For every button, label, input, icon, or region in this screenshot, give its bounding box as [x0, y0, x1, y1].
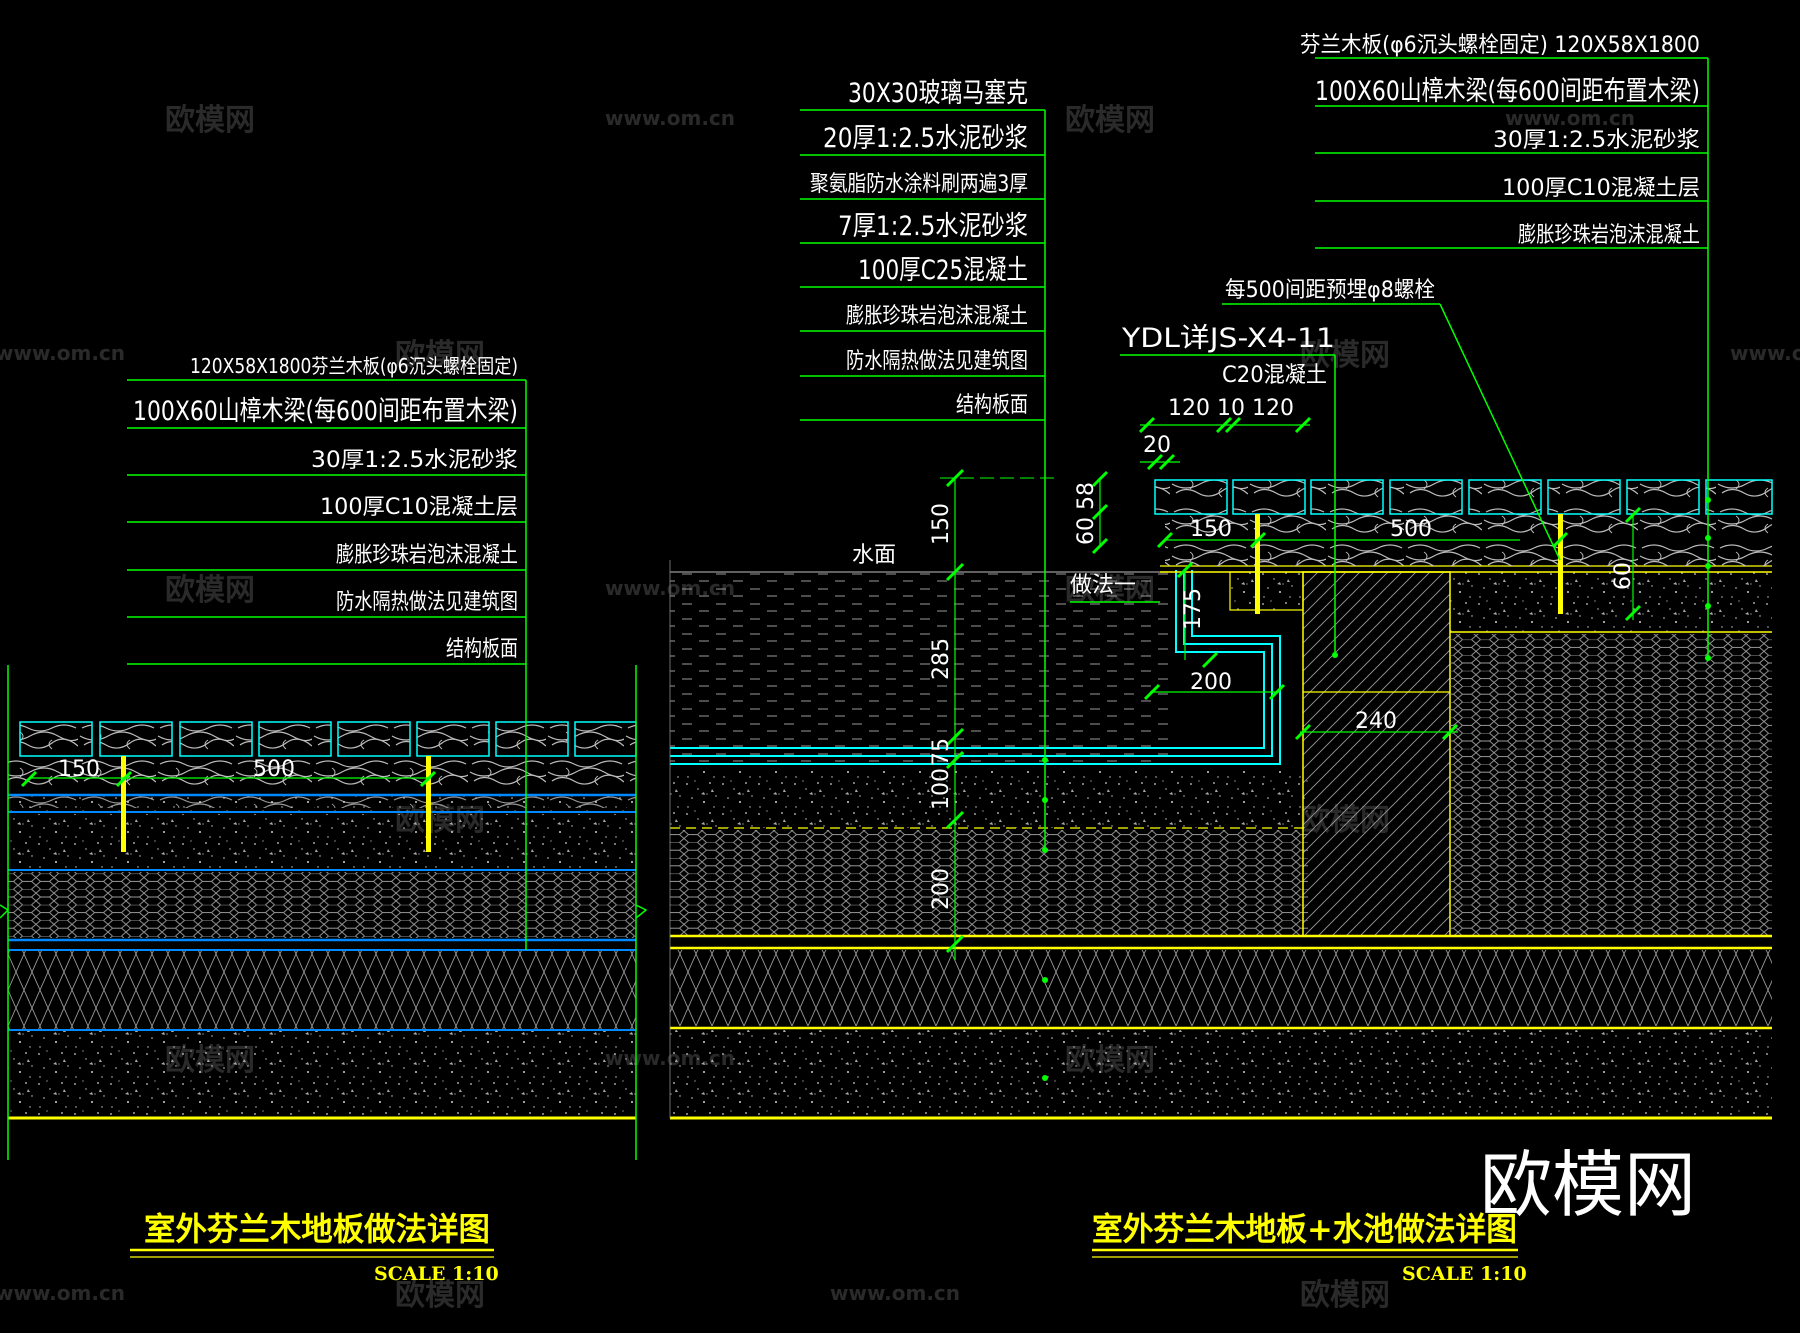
- watermark-brand: 欧模网: [165, 103, 255, 138]
- dim-v200: 200: [929, 868, 954, 910]
- left-label-mortar: 30厚1:2.5水泥砂浆: [311, 448, 518, 473]
- left-label-beam: 100X60山樟木梁(每600间距布置木梁): [133, 396, 518, 427]
- watermark-url: www.om.cn: [605, 106, 735, 130]
- left-mortar-layer: [8, 795, 636, 811]
- bolt-note: 每500间距预埋φ8螺栓: [1225, 278, 1435, 303]
- left-label-waterproof: 防水隔热做法见建筑图: [336, 590, 518, 615]
- dim-top: 120 10 120: [1168, 396, 1294, 421]
- left-label-board: 120X58X1800芬兰木板(φ6沉头螺栓固定): [190, 354, 518, 378]
- watermark-url: www.om.cn: [830, 1281, 960, 1305]
- deck-label-board: 芬兰木板(φ6沉头螺栓固定) 120X58X1800: [1300, 33, 1700, 58]
- pool-water: [670, 572, 1168, 767]
- dim-v150: 150: [929, 503, 954, 545]
- watermark-url: www.om.cn: [1730, 341, 1800, 365]
- left-label-slab: 结构板面: [446, 637, 518, 662]
- left-title: 室外芬兰木地板做法详图: [144, 1210, 490, 1248]
- method-label: 做法一: [1070, 573, 1136, 598]
- dim-60a: 60: [1074, 517, 1099, 545]
- pool-label-perlite: 膨胀珍珠岩泡沫混凝土: [846, 304, 1028, 329]
- pool-label-mortar7: 7厚1:2.5水泥砂浆: [838, 211, 1028, 242]
- dim-500: 500: [253, 757, 295, 782]
- bolt-icon: [121, 756, 126, 852]
- c20-note: C20混凝土: [1222, 363, 1327, 388]
- deck-label-perlite: 膨胀珍珠岩泡沫混凝土: [1518, 223, 1700, 248]
- left-label-perlite: 膨胀珍珠岩泡沫混凝土: [336, 543, 518, 568]
- pool-label-slab: 结构板面: [956, 393, 1028, 418]
- deck-label-beam: 100X60山樟木梁(每600间距布置木梁): [1315, 76, 1700, 107]
- left-waterproof-layer: [8, 950, 636, 1030]
- right-structure-slab: [670, 1030, 1772, 1116]
- dim-20: 20: [1143, 433, 1171, 458]
- top-dims: 120 10 120 20 58 60 150 500 60 175: [1074, 396, 1642, 741]
- pool-label-mosaic: 30X30玻璃马塞克: [848, 78, 1028, 109]
- deck-perlite-layer: [1450, 634, 1772, 936]
- brand-logo: 欧模网: [1480, 1143, 1696, 1227]
- deck-label-concrete: 100厚C10混凝土层: [1502, 176, 1700, 201]
- right-scale: SCALE 1:10: [1402, 1263, 1527, 1285]
- bolt-icon: [1558, 514, 1563, 614]
- left-board-row: [19, 721, 637, 757]
- dim-150: 150: [58, 757, 100, 782]
- left-detail: 150 500 120X58X1800芬兰木板(φ6沉头螺栓固定) 100X60…: [0, 354, 648, 1285]
- watermark-url: www.om.cn: [1505, 106, 1635, 130]
- pool-concrete-layer: [670, 770, 1308, 828]
- watermark-brand: 欧模网: [165, 573, 255, 608]
- left-structure-slab: [8, 1030, 636, 1116]
- pool-wall: [1302, 571, 1451, 937]
- dim-500-right: 500: [1390, 517, 1432, 542]
- watermark-brand: 欧模网: [395, 1278, 485, 1313]
- pool-perlite-layer: [670, 830, 1308, 936]
- watermark-brand: 欧模网: [395, 338, 485, 373]
- right-title: 室外芬兰木地板+水池做法详图: [1092, 1210, 1517, 1248]
- pool-label-waterproof: 防水隔热做法见建筑图: [846, 349, 1028, 374]
- pool-label-waterproof-coat: 聚氨脂防水涂料刷两遍3厚: [810, 172, 1028, 197]
- bolt-icon: [1255, 514, 1260, 614]
- left-concrete-layer: [8, 814, 636, 869]
- deck-label-mortar: 30厚1:2.5水泥砂浆: [1493, 128, 1700, 153]
- dim-58: 58: [1074, 482, 1099, 510]
- bolt-icon: [426, 756, 431, 852]
- dim-200: 200: [1190, 670, 1232, 695]
- watermark-url: www.om.cn: [0, 341, 125, 365]
- dim-v75: 75: [929, 738, 954, 766]
- water-label: 水面: [852, 543, 896, 568]
- left-label-concrete: 100厚C10混凝土层: [320, 495, 518, 520]
- ref-note: YDL详JS-X4-11: [1121, 323, 1335, 354]
- dim-175: 175: [1181, 588, 1206, 630]
- pool-label-c25: 100厚C25混凝土: [858, 255, 1028, 286]
- pool-label-mortar20: 20厚1:2.5水泥砂浆: [823, 123, 1028, 154]
- left-label-stack: 120X58X1800芬兰木板(φ6沉头螺栓固定) 100X60山樟木梁(每60…: [127, 354, 527, 950]
- pool-lining: [670, 570, 1281, 765]
- left-perlite-layer: [8, 872, 636, 938]
- right-board-row: [1154, 479, 1773, 515]
- watermark-brand: 欧模网: [1065, 103, 1155, 138]
- dim-150-right: 150: [1190, 517, 1232, 542]
- left-scale: SCALE 1:10: [374, 1263, 499, 1285]
- dim-v100: 100: [929, 768, 954, 810]
- right-detail: 150 285 75 100 200 30X30玻璃马塞克 20厚1:2.5水泥…: [669, 33, 1773, 1285]
- right-waterproof-layer: [670, 950, 1772, 1026]
- deck-concrete-layer: [1450, 572, 1772, 632]
- watermark-url: www.om.cn: [0, 1281, 125, 1305]
- dim-v285: 285: [929, 638, 954, 680]
- deck-label-stack: 芬兰木板(φ6沉头螺栓固定) 120X58X1800 100X60山樟木梁(每6…: [1300, 33, 1711, 661]
- pool-label-stack: 30X30玻璃马塞克 20厚1:2.5水泥砂浆 聚氨脂防水涂料刷两遍3厚 7厚1…: [800, 78, 1048, 1081]
- watermark-brand: 欧模网: [1300, 1278, 1390, 1313]
- vertical-dims: 150 285 75 100 200: [929, 468, 1055, 960]
- dim-240: 240: [1355, 709, 1397, 734]
- dim-60b: 60: [1611, 562, 1636, 590]
